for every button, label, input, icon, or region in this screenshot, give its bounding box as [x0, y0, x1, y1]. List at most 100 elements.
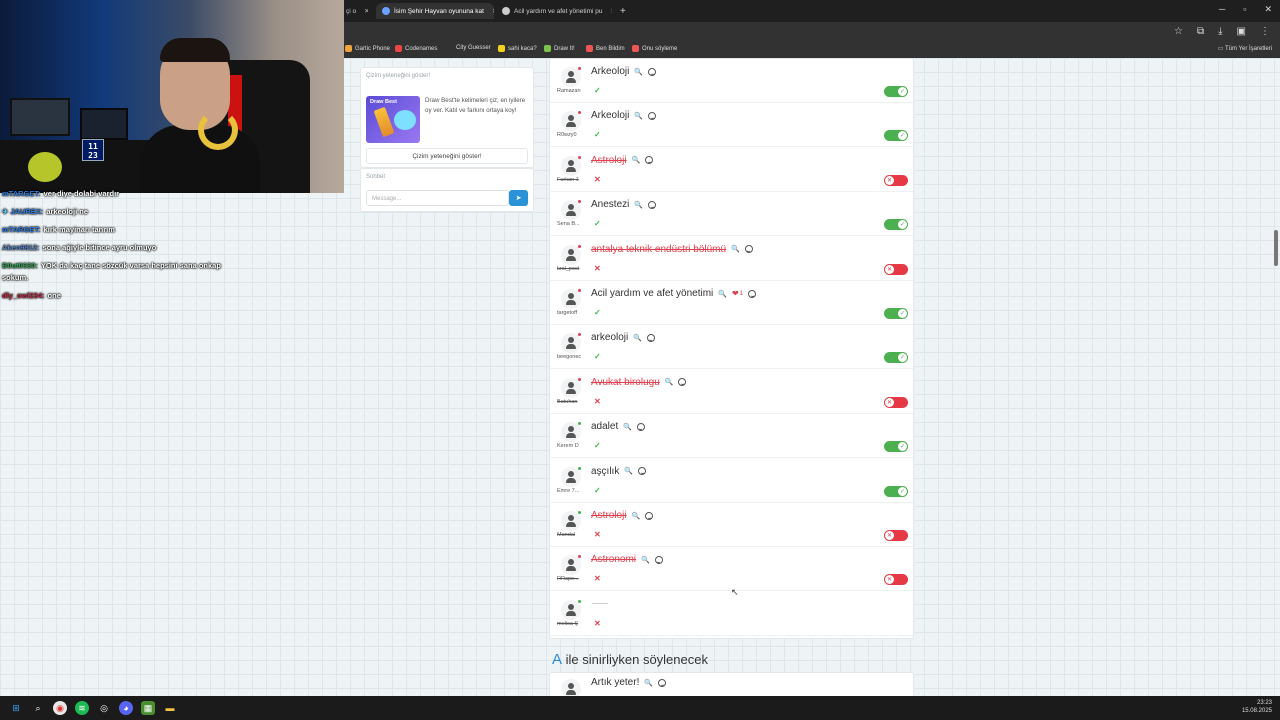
search-icon[interactable]: ⌕	[35, 702, 41, 713]
search-icon[interactable]: 🔍	[631, 512, 641, 520]
emoji-icon[interactable]	[744, 245, 753, 254]
cast-icon[interactable]: ▣	[1236, 26, 1246, 37]
emoji-icon[interactable]	[648, 200, 657, 209]
bookmark-item[interactable]: Onu söyleme	[632, 45, 677, 52]
username: R0wzy0	[557, 132, 577, 139]
check-icon: ✓	[594, 219, 601, 229]
avatar	[561, 111, 581, 132]
status-dot	[578, 555, 581, 559]
username: Batuhan	[557, 398, 578, 405]
search-icon[interactable]: 🔍	[644, 679, 654, 687]
cross-icon: ✕	[594, 174, 601, 184]
close-icon[interactable]: ✕	[364, 8, 368, 15]
answer-toggle[interactable]: ✓	[884, 308, 908, 319]
answer-toggle[interactable]: ✓	[884, 352, 908, 364]
answer-toggle[interactable]: ✓	[884, 219, 908, 231]
search-icon[interactable]: 🔍	[623, 423, 632, 431]
chat-username: B0ut0630:	[2, 261, 38, 270]
show-drawing-button[interactable]: Çizim yeteneğini göster!	[366, 148, 528, 164]
download-icon[interactable]: ⤓	[1218, 26, 1223, 37]
username: beegonec	[557, 354, 582, 361]
windows-start-icon[interactable]: ⊞	[12, 702, 20, 713]
send-button[interactable]: ➤	[509, 190, 528, 206]
emoji-icon[interactable]	[636, 422, 645, 431]
bookmark-icon	[586, 45, 593, 52]
search-icon[interactable]: 🔍	[731, 246, 740, 254]
search-icon[interactable]: 🔍	[634, 112, 644, 120]
search-icon[interactable]: 🔍	[718, 290, 727, 298]
check-icon: ✓	[898, 442, 907, 452]
answer-toggle[interactable]: ✕	[884, 263, 908, 275]
chat-text: YOK da kaç tane sözcük varsa hepsini san…	[2, 261, 221, 282]
status-dot	[578, 599, 581, 603]
system-clock[interactable]: 23:23 15.08.2025	[1241, 700, 1272, 714]
bookmark-item[interactable]: Ben Bildim	[586, 45, 625, 52]
emoji-icon[interactable]	[648, 67, 657, 76]
status-dot	[578, 466, 581, 470]
emoji-icon[interactable]	[658, 678, 667, 687]
answer-toggle[interactable]: ✓	[884, 485, 908, 497]
emoji-icon[interactable]	[638, 467, 647, 476]
draw-best-thumbnail[interactable]: Draw Best	[366, 96, 420, 143]
emoji-icon[interactable]	[654, 555, 663, 564]
answer-toggle[interactable]: ✕	[884, 530, 908, 541]
maximize-icon[interactable]: ▫	[1243, 4, 1247, 14]
tab-2[interactable]: İsim Şehir Hayvan oyununa kat ✕	[376, 3, 494, 19]
status-dot	[578, 511, 581, 514]
star-icon[interactable]: ☆	[1174, 26, 1183, 37]
minimize-icon[interactable]: ─	[1218, 4, 1226, 14]
scroll-thumb[interactable]	[1274, 230, 1278, 266]
emoji-icon[interactable]	[678, 378, 687, 387]
bookmark-item[interactable]: Draw It!	[544, 45, 575, 52]
tab-1[interactable]: çi o✕	[346, 7, 368, 16]
answer-toggle[interactable]: ✕	[884, 174, 908, 186]
close-window-icon[interactable]: ✕	[1264, 4, 1272, 14]
new-tab-button[interactable]: +	[620, 5, 626, 17]
bookmark-item[interactable]: Gartic Phone	[345, 45, 390, 52]
scrollbar[interactable]	[1274, 62, 1278, 692]
bookmark-item[interactable]: Codenames	[395, 45, 437, 52]
obs-icon[interactable]: ◎	[100, 702, 108, 713]
bookmark-item[interactable]: City Guesser	[456, 45, 491, 51]
chat-message: dly_owl234:one	[2, 290, 242, 302]
check-icon: ✓	[898, 309, 907, 318]
minecraft-icon[interactable]: ▦	[141, 701, 155, 715]
heart-icon[interactable]: ❤	[731, 289, 739, 298]
emoji-icon[interactable]	[646, 333, 655, 342]
mouse-cursor-icon: ↖	[731, 587, 739, 597]
search-icon[interactable]: 🔍	[633, 334, 642, 342]
emoji-icon[interactable]	[645, 511, 654, 520]
tab-3[interactable]: Acil yardım ve afet yönetimi pu ✕	[496, 3, 612, 19]
search-icon[interactable]: 🔍	[631, 157, 641, 165]
emoji-icon[interactable]	[748, 289, 757, 298]
close-icon: ✕	[885, 397, 894, 407]
menu-icon[interactable]: ⋮	[1260, 26, 1270, 37]
send-icon: ➤	[515, 195, 522, 202]
bookmark-icon	[544, 45, 551, 52]
search-icon[interactable]: 🔍	[634, 201, 644, 209]
search-icon[interactable]: 🔍	[641, 556, 650, 564]
extensions-icon[interactable]: ⧉	[1196, 26, 1205, 37]
chrome-icon[interactable]: ◉	[53, 701, 67, 715]
search-icon[interactable]: 🔍	[634, 68, 644, 76]
close-icon[interactable]: ✕	[492, 7, 494, 15]
file-explorer-icon[interactable]: ▬	[165, 703, 175, 713]
emoji-icon[interactable]	[648, 111, 657, 120]
bookmark-item[interactable]: sahi kaca?	[498, 45, 537, 52]
search-icon[interactable]: 🔍	[664, 379, 674, 387]
answer-toggle[interactable]: ✓	[884, 441, 908, 453]
discord-icon[interactable]: ◕	[119, 701, 133, 715]
answer-toggle[interactable]: ✓	[884, 130, 908, 142]
all-bookmarks[interactable]: ▭ Tüm Yer İşaretleri	[1217, 46, 1272, 52]
answer-toggle[interactable]: ✕	[884, 574, 908, 586]
close-icon[interactable]: ✕	[611, 7, 612, 15]
message-input[interactable]: Message...	[366, 190, 509, 206]
emoji-icon[interactable]	[645, 156, 654, 165]
chat-username: dly_owl234:	[2, 291, 45, 300]
answer-toggle[interactable]: ✕	[884, 396, 908, 408]
chat-text: ver diye dolabi vardır	[43, 189, 120, 198]
spotify-icon[interactable]: ≋	[75, 701, 89, 715]
search-icon[interactable]: 🔍	[624, 468, 634, 476]
answer-toggle[interactable]: ✓	[884, 86, 908, 97]
